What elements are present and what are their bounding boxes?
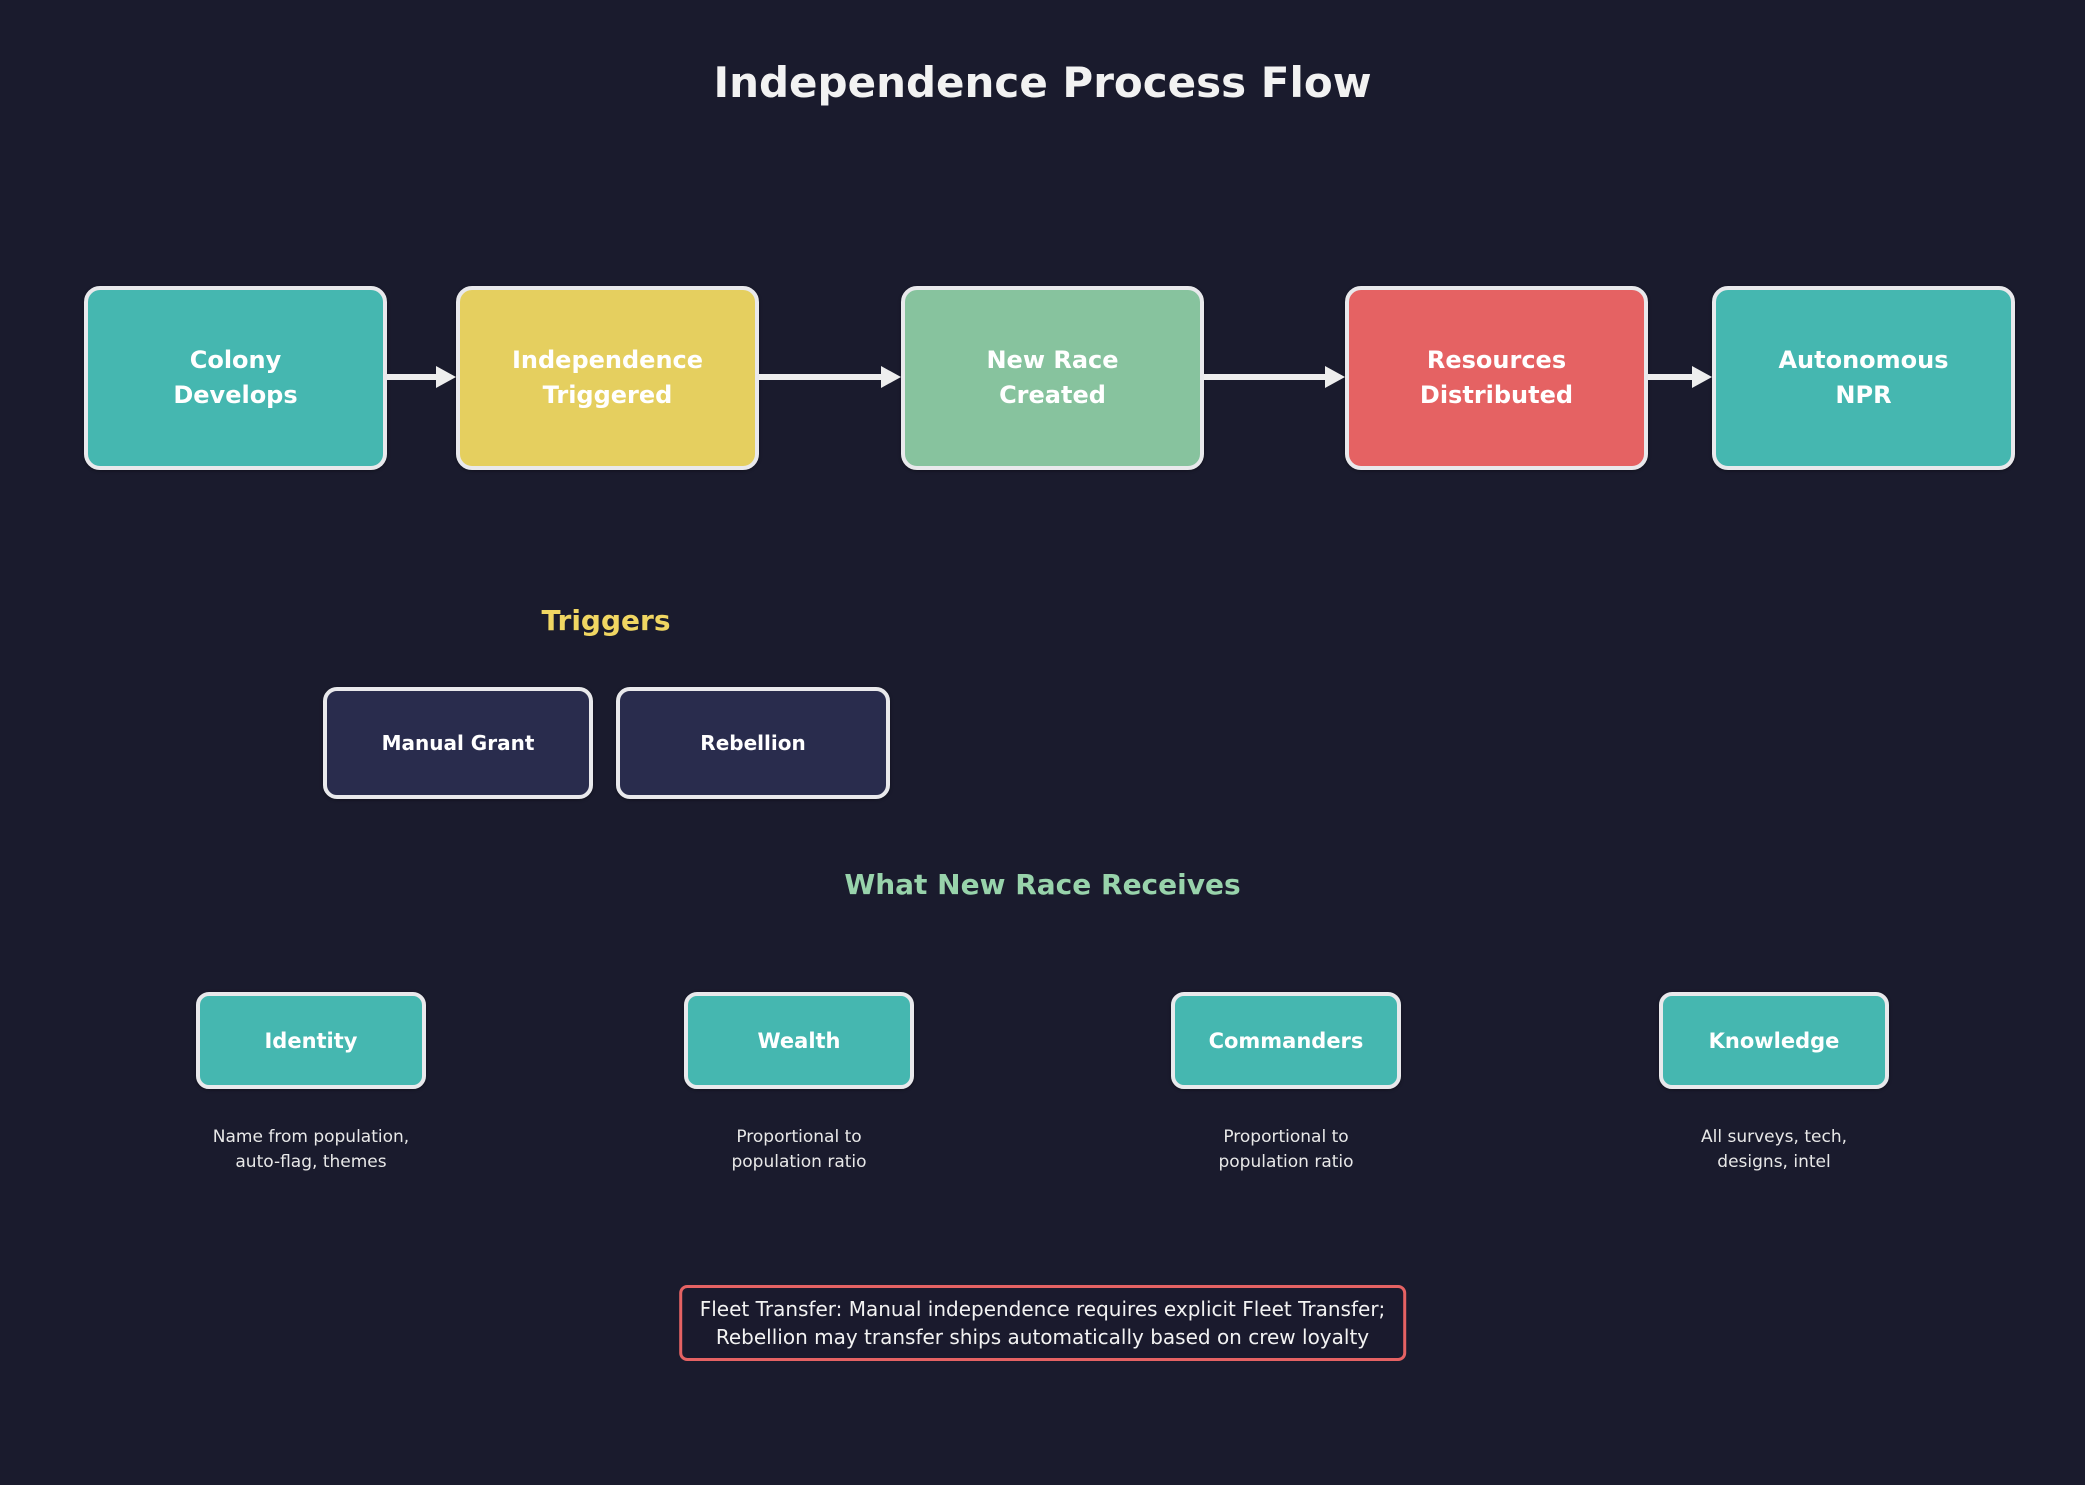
receive-caption-commanders: Proportional to population ratio	[1218, 1127, 1354, 1172]
arrow-head-icon	[436, 366, 456, 388]
receives-heading: What New Race Receives	[844, 868, 1241, 901]
arrow-stem	[1648, 374, 1692, 380]
flow-step-new-race-created: New Race Created	[901, 286, 1204, 470]
triggers-heading: Triggers	[541, 604, 671, 637]
flow-arrow-3	[1204, 365, 1345, 389]
receive-box-identity: Identity	[196, 992, 426, 1089]
arrow-stem	[387, 374, 436, 380]
flow-step-colony-develops: Colony Develops	[84, 286, 387, 470]
trigger-box-manual-grant: Manual Grant	[323, 687, 593, 799]
arrow-head-icon	[1692, 366, 1712, 388]
arrow-head-icon	[1325, 366, 1345, 388]
flow-step-independence-triggered: Independence Triggered	[456, 286, 759, 470]
fleet-transfer-note: Fleet Transfer: Manual independence requ…	[678, 1285, 1407, 1361]
flow-step-resources-distributed: Resources Distributed	[1345, 286, 1648, 470]
flow-arrow-1	[387, 365, 456, 389]
receive-box-commanders: Commanders	[1171, 992, 1401, 1089]
arrow-stem	[1204, 374, 1325, 380]
flow-arrow-4	[1648, 365, 1712, 389]
page-title: Independence Process Flow	[713, 58, 1372, 107]
receive-caption-wealth: Proportional to population ratio	[731, 1127, 867, 1172]
receive-box-wealth: Wealth	[684, 992, 914, 1089]
arrow-stem	[759, 374, 881, 380]
flow-step-autonomous-npr: Autonomous NPR	[1712, 286, 2015, 470]
flow-arrow-2	[759, 365, 901, 389]
arrow-head-icon	[881, 366, 901, 388]
receive-caption-identity: Name from population, auto-flag, themes	[212, 1127, 410, 1172]
receive-caption-knowledge: All surveys, tech, designs, intel	[1701, 1127, 1847, 1172]
trigger-box-rebellion: Rebellion	[616, 687, 890, 799]
receive-box-knowledge: Knowledge	[1659, 992, 1889, 1089]
